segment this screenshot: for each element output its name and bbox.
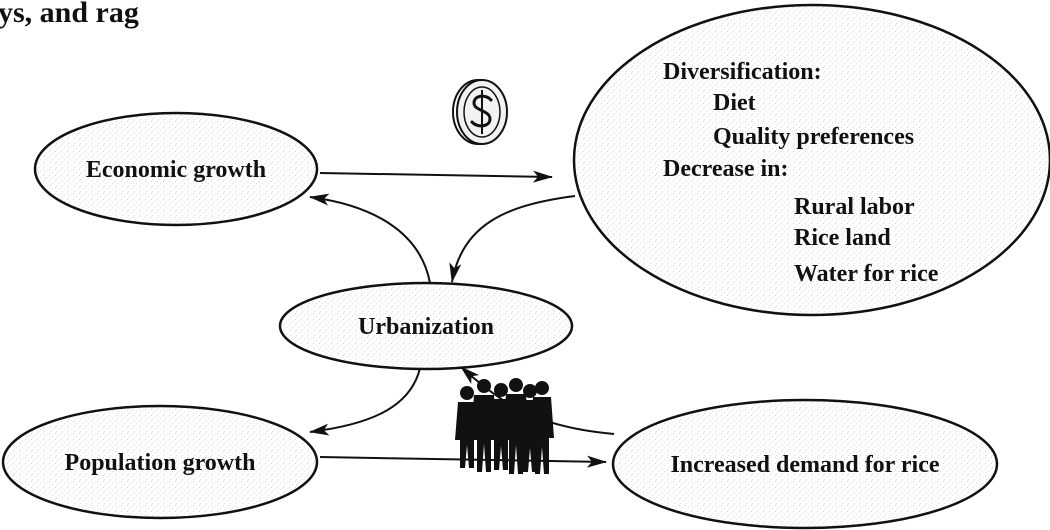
- diversification-item: Diet: [713, 90, 756, 116]
- dollar-coin-icon: [452, 79, 508, 145]
- diversification-heading: Diversification:: [663, 59, 822, 85]
- node-urbanization: Urbanization: [278, 281, 574, 371]
- crowd-of-people-icon: [455, 378, 554, 474]
- node-label-economic-growth: Economic growth: [86, 157, 266, 183]
- node-label-population-growth: Population growth: [65, 450, 256, 476]
- arrow-urbanization-to-economic: [309, 193, 431, 284]
- arrow-urbanization-to-population: [309, 367, 421, 436]
- diversification-item: Quality preferences: [713, 124, 914, 150]
- node-population-growth: Population growth: [1, 404, 319, 520]
- node-label-increased-demand: Increased demand for rice: [670, 452, 939, 478]
- arrow-economic-to-diversification: [319, 170, 553, 183]
- decrease-item: Rural labor: [794, 194, 915, 220]
- header-fragment: ys, and rag: [0, 0, 139, 29]
- decrease-heading: Decrease in:: [663, 156, 789, 182]
- decrease-item: Water for rice: [794, 261, 939, 287]
- node-label-urbanization: Urbanization: [358, 314, 494, 340]
- node-diversification: Diversification: Diet Quality preference…: [572, 3, 1050, 317]
- decrease-item: Rice land: [794, 225, 891, 251]
- arrow-diversification-to-urbanization: [449, 195, 576, 283]
- node-economic-growth: Economic growth: [33, 111, 319, 227]
- node-increased-demand: Increased demand for rice: [611, 398, 999, 530]
